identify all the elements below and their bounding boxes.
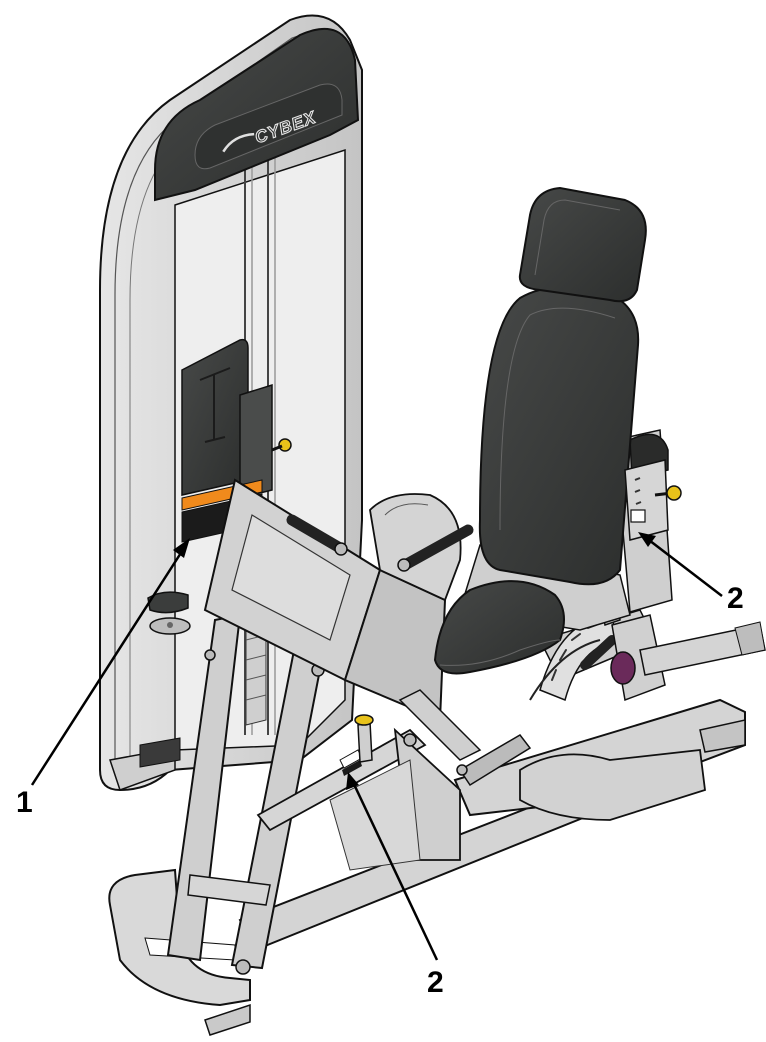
backrest-pad [478,286,640,586]
purple-pivot-right [610,651,636,685]
callout-1-arrowhead [173,538,190,558]
adjust-pin-post [357,721,373,763]
hip-pad-disc-ring [384,503,429,516]
front-leg-bolt-left [204,649,216,661]
callout-1-group: 1 [16,538,190,819]
selector-pin-knob-icon[interactable] [278,438,292,452]
lower-bolt-1 [403,733,417,747]
callout-1-leader [30,544,188,786]
callout-2-lower-group: 2 [346,772,444,999]
adjust-pin-knob-icon[interactable] [354,714,374,726]
lower-triangle-plate [329,759,421,871]
arm-cross-tube-end [734,621,766,656]
range-adjust-holes [551,624,597,681]
back-adjust-white-label [630,509,646,523]
tower-base-dark [139,737,181,768]
stack-selector-block [239,383,273,499]
stack-plate-handle [199,367,231,443]
handle-left[interactable] [286,514,346,554]
callout-2-upper-group: 2 [638,532,744,615]
handle-right[interactable] [399,524,474,571]
logo-plate [194,83,343,170]
callout-2-upper-leader [644,536,723,597]
front-leg-bolt-bottom [235,959,251,975]
back-rest-assembly [478,186,682,701]
lower-mechanism [256,714,706,871]
callout-2-upper-label: 2 [727,582,744,615]
back-adjust-knob-icon[interactable] [666,485,682,501]
lower-curved-base [519,749,706,821]
back-adjust-holes [634,477,642,505]
lower-bolt-2 [456,764,468,776]
callout-2-upper-arrowhead [638,532,656,547]
headrest-pad-seam [534,199,621,276]
selector-pin-shaft [271,444,283,452]
bottle-holder [147,591,191,635]
arm-lever-left [398,689,482,761]
headrest-pad [518,186,647,303]
front-shroud-panel [231,514,351,641]
seat-cushion-edge [439,639,561,666]
bottle-holder-cup [147,591,189,614]
callout-2-lower-label: 2 [427,966,444,999]
bottle-holder-hole [167,622,173,628]
hip-pad-disc [369,493,462,602]
front-a-frame [166,613,332,975]
gas-cylinder [458,734,532,787]
handle-left-end-icon [334,542,348,556]
thigh-pad-handle[interactable] [580,635,617,670]
adjustment-rail-black-mark [342,760,362,776]
logo-swoosh [222,132,255,153]
base-rear-right-foot [699,719,746,753]
handle-right-end-icon [397,558,411,572]
back-cable [529,639,601,701]
callout-2-lower-arrowhead [346,772,359,790]
seat-cushion [433,580,565,675]
front-leg-crossbar [187,874,271,906]
back-adjust-plate [624,459,669,541]
callout-2-lower-leader [350,779,439,961]
base-front-foot [204,1003,251,1036]
backrest-pad-seam [499,307,616,531]
callout-1-label: 1 [16,786,33,819]
front-shroud [203,478,447,722]
